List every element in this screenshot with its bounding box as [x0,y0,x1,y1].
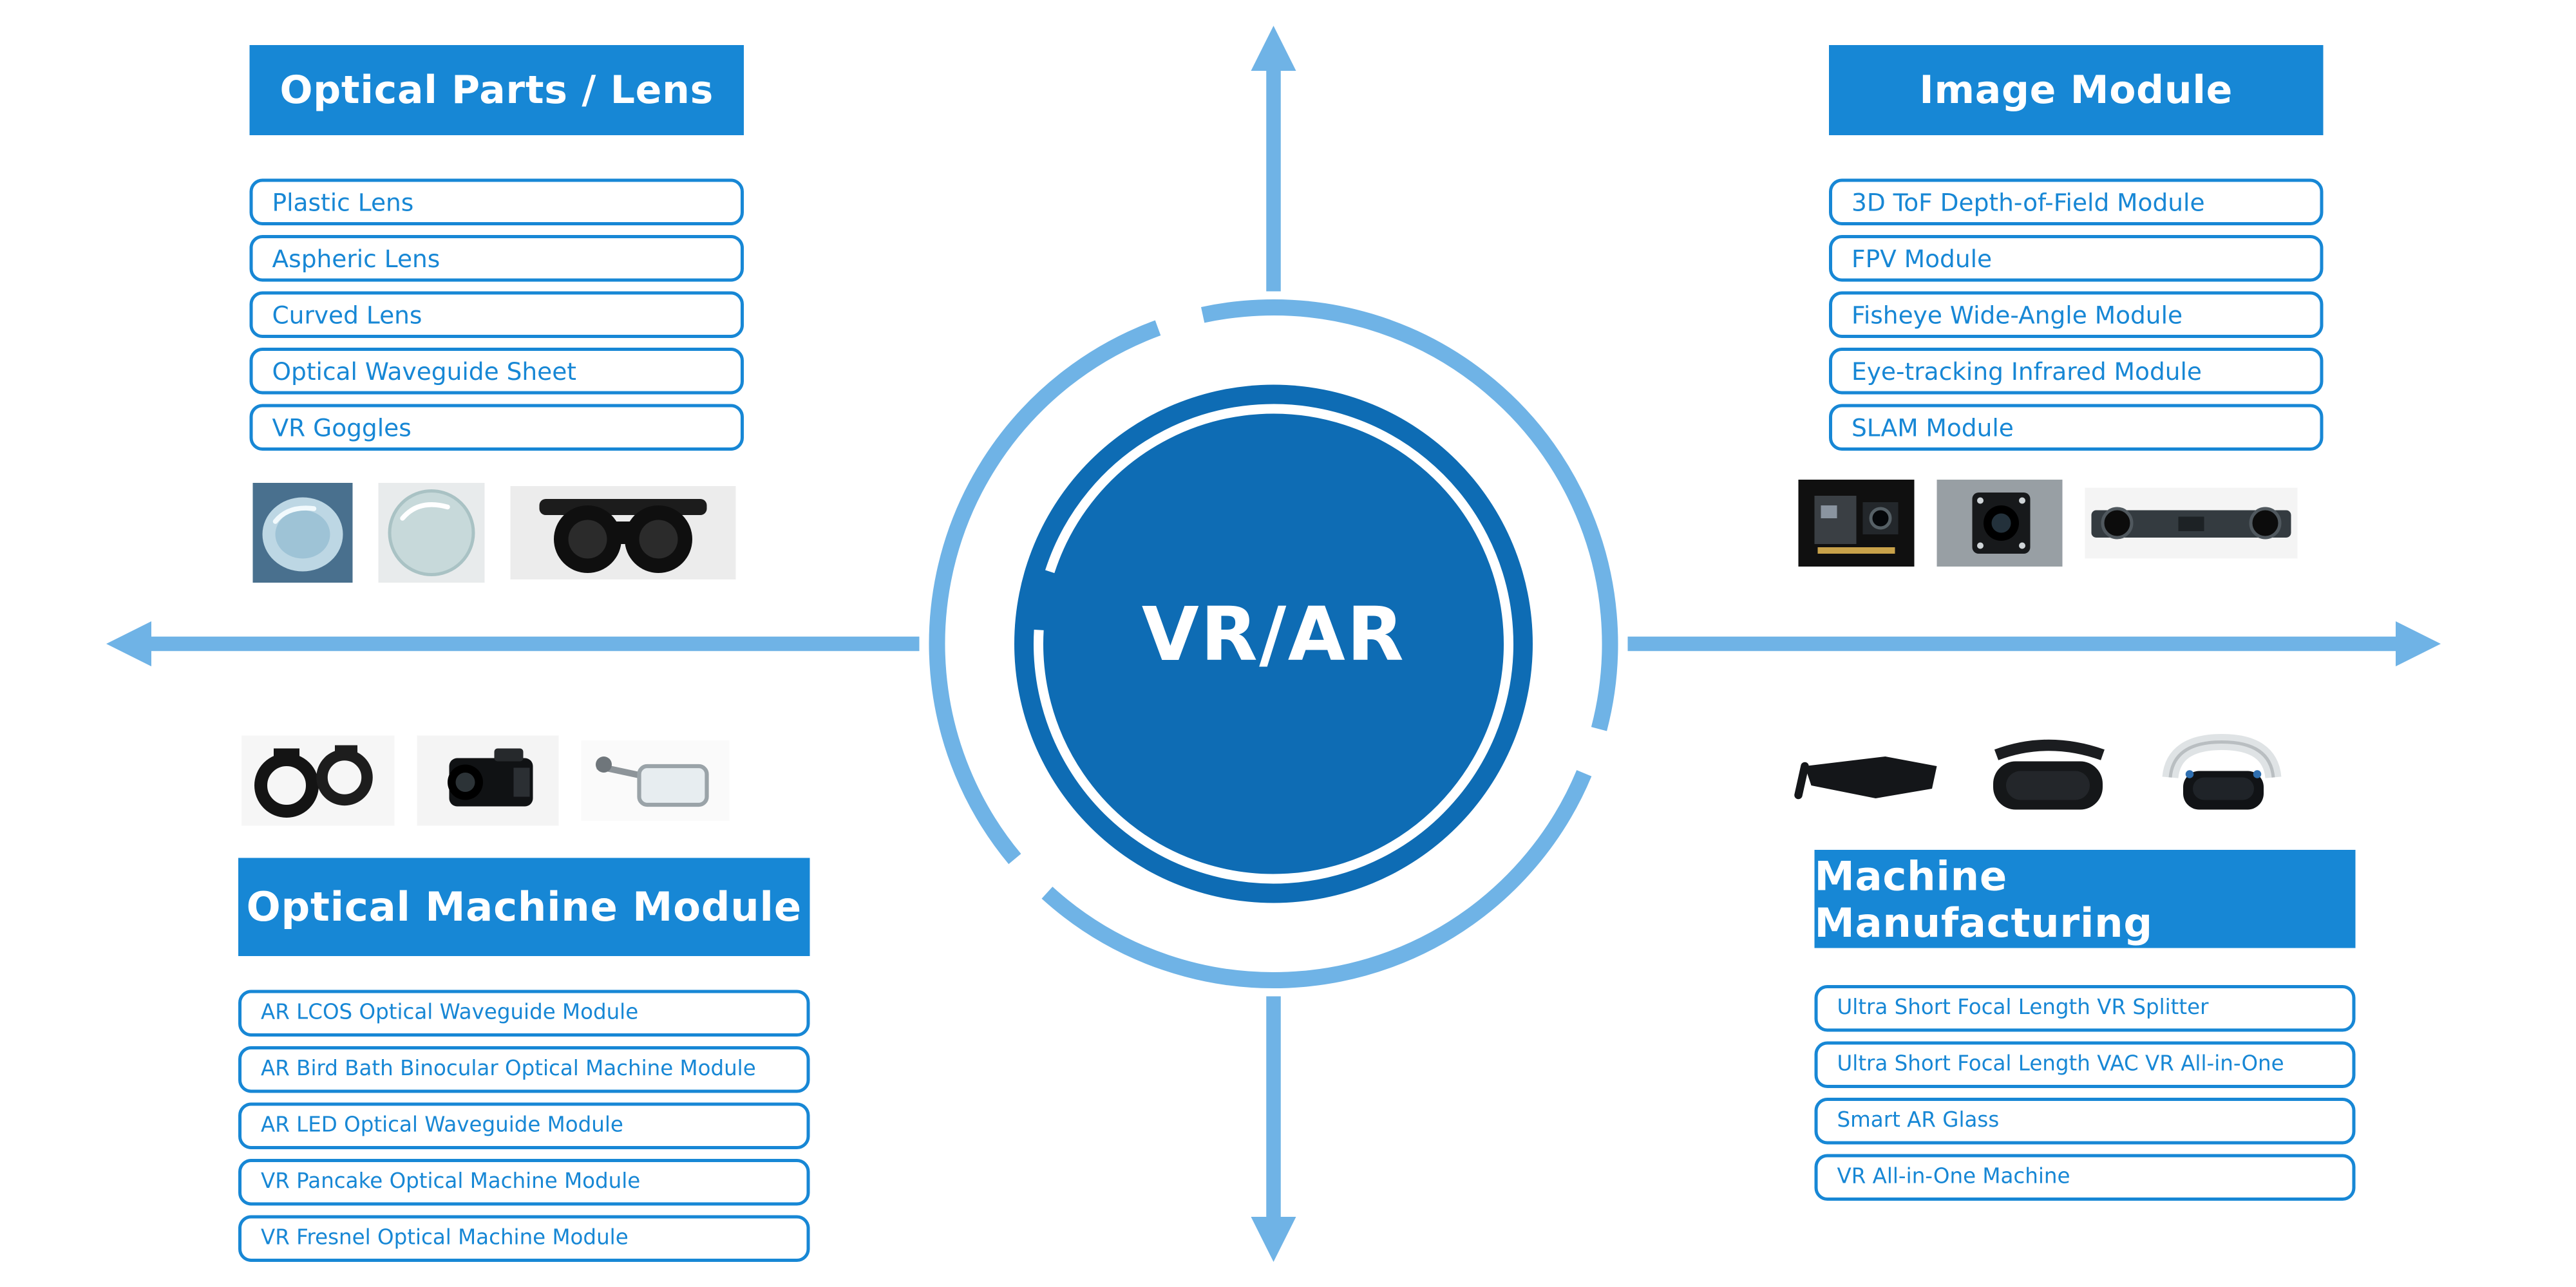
optical-machine-photos [242,735,730,826]
list-item: Ultra Short Focal Length VR Splitter [1814,985,2356,1032]
image-module-title: Image Module [1919,68,2233,113]
list-item: Eye-tracking Infrared Module [1829,348,2324,395]
outer-arc-ring [929,299,1618,989]
list-item: VR Fresnel Optical Machine Module [238,1215,810,1262]
ar-glass-prototype-photo [581,740,730,821]
down-arrow [1251,996,1296,1262]
machine-manufacturing-title: Machine Manufacturing [1814,852,2153,946]
image-module-list: 3D ToF Depth-of-Field Module FPV Module … [1829,178,2324,451]
machine-manufacturing-list: Ultra Short Focal Length VR Splitter Ult… [1814,985,2356,1201]
machine-manufacturing-header: Machine Manufacturing [1814,850,2356,948]
list-item: AR LED Optical Waveguide Module [238,1102,810,1149]
list-item: Fisheye Wide-Angle Module [1829,291,2324,338]
psvr-headset-photo [2151,729,2293,826]
optical-machine-title: Optical Machine Module [246,883,802,931]
tof-module-photo [1798,480,1915,567]
camera-module-photo [1937,480,2063,567]
optical-engine-photo [417,735,559,826]
list-item: VR All-in-One Machine [1814,1154,2356,1201]
vr-goggles-photo [510,486,736,579]
optical-parts-title: Optical Parts / Lens [279,68,714,113]
ar-glasses-photo [1792,740,1945,814]
center-circle [1014,384,1533,903]
waveguide-rings-photo [242,735,395,826]
list-item: AR LCOS Optical Waveguide Module [238,990,810,1037]
list-item: VR Goggles [249,404,744,451]
list-item: Optical Waveguide Sheet [249,348,744,395]
optical-parts-header: Optical Parts / Lens [249,45,744,135]
image-module-photos [1798,480,2298,567]
up-arrow [1251,26,1296,292]
list-item: AR Bird Bath Binocular Optical Machine M… [238,1046,810,1093]
list-item: Plastic Lens [249,178,744,225]
list-item: Ultra Short Focal Length VAC VR All-in-O… [1814,1041,2356,1088]
plastic-lens-photo [252,483,353,583]
list-item: FPV Module [1829,235,2324,282]
optical-parts-photos [252,483,736,583]
optical-parts-list: Plastic Lens Aspheric Lens Curved Lens O… [249,178,744,451]
list-item: Smart AR Glass [1814,1098,2356,1145]
vr-headset-photo [1974,732,2122,823]
inner-white-ring [1034,404,1514,884]
image-module-header: Image Module [1829,45,2324,135]
stereo-camera-board-photo [2085,487,2298,559]
optical-machine-header: Optical Machine Module [238,858,810,956]
list-item: 3D ToF Depth-of-Field Module [1829,178,2324,225]
machine-manufacturing-photos [1792,729,2293,826]
optical-machine-list: AR LCOS Optical Waveguide Module AR Bird… [238,990,810,1262]
list-item: Aspheric Lens [249,235,744,282]
center-label: VR/AR [1141,590,1406,678]
aspheric-lens-photo [378,483,485,583]
right-arrow [1627,621,2441,666]
list-item: SLAM Module [1829,404,2324,451]
list-item: Curved Lens [249,291,744,338]
left-arrow [106,621,920,666]
list-item: VR Pancake Optical Machine Module [238,1159,810,1206]
